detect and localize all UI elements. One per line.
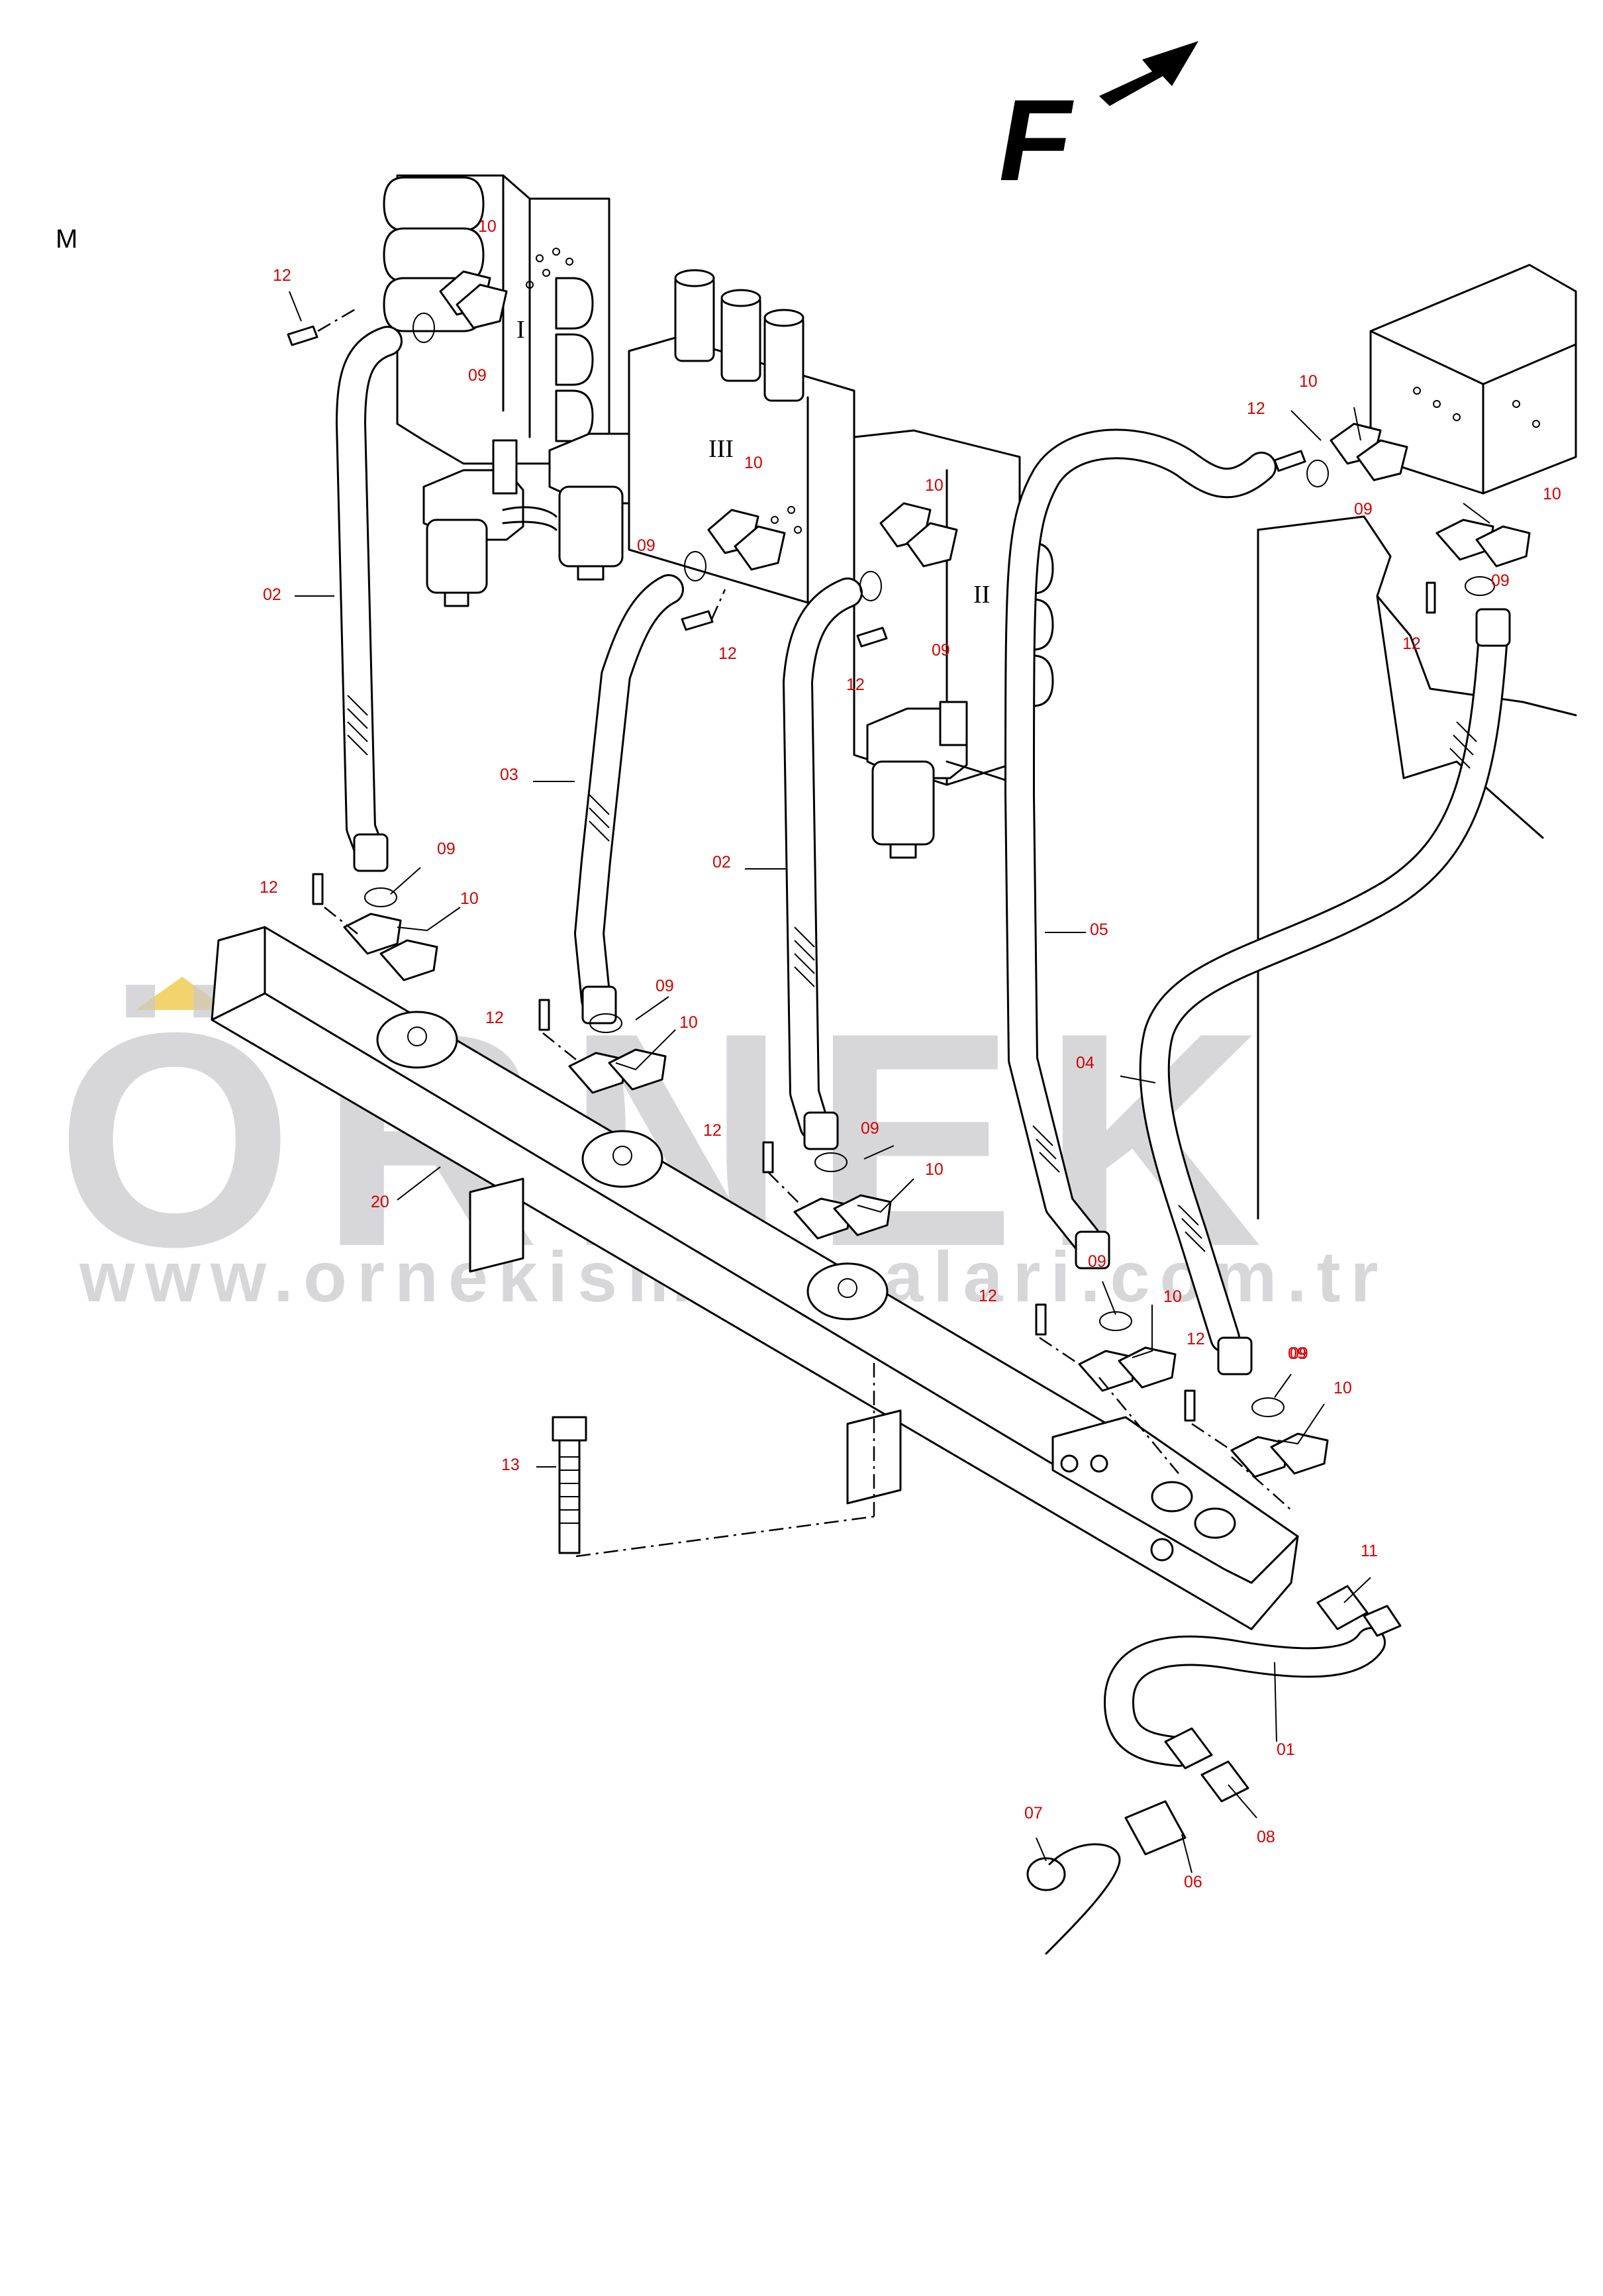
callout-label: 02 bbox=[263, 585, 281, 604]
callout-label: 10 bbox=[925, 476, 944, 495]
direction-letter: F bbox=[989, 75, 1082, 205]
watermark-accent bbox=[136, 977, 228, 1010]
callout-label: 12 bbox=[718, 644, 737, 663]
direction-indicator: F bbox=[989, 41, 1198, 205]
callout-label: 12 bbox=[485, 1009, 504, 1027]
callout-label: 10 bbox=[1334, 1379, 1352, 1397]
callout-label: 12 bbox=[273, 266, 291, 285]
callout-label: 09 bbox=[468, 366, 487, 385]
callout-label: 02 bbox=[712, 853, 731, 872]
callout-label: 10 bbox=[744, 454, 763, 472]
direction-arrow-icon bbox=[1099, 41, 1198, 106]
callout-label: 10 bbox=[1543, 485, 1561, 503]
callout-label: 12 bbox=[1402, 634, 1421, 653]
callout-labels: 10 12 09 09 10 12 10 09 02 12 10 09 12 0… bbox=[260, 217, 1561, 1891]
callout-label: 09 bbox=[1354, 500, 1373, 519]
callout-label: 12 bbox=[846, 675, 865, 694]
callout-label: 10 bbox=[478, 217, 497, 236]
hoses bbox=[336, 326, 1511, 1767]
callout-label: 01 bbox=[1277, 1740, 1295, 1759]
callout-label: 09 bbox=[1491, 572, 1510, 590]
valve-block-right bbox=[1257, 264, 1577, 1220]
callout-label: 07 bbox=[1024, 1804, 1043, 1822]
sheet-letter: M bbox=[56, 225, 77, 254]
fittings bbox=[287, 270, 1531, 1511]
callout-label: 09 bbox=[637, 536, 656, 555]
callout-label: 12 bbox=[1247, 399, 1265, 418]
manifold-rail bbox=[211, 926, 1402, 1955]
callout-label: 20 bbox=[371, 1193, 389, 1211]
callout-label: 11 bbox=[1361, 1542, 1378, 1560]
callout-label: 10 bbox=[1163, 1287, 1182, 1306]
callout-label: 03 bbox=[500, 766, 518, 784]
callout-label: 10 bbox=[679, 1013, 698, 1032]
valve-block-iii: III bbox=[628, 269, 855, 604]
callout-label: 09 bbox=[1290, 1344, 1308, 1363]
callout-label: 09 bbox=[932, 641, 950, 660]
callout-label: 09 bbox=[656, 977, 674, 995]
callout-label: 09 bbox=[1288, 1344, 1306, 1363]
callout-label: 12 bbox=[1187, 1330, 1205, 1348]
callout-label: 04 bbox=[1076, 1054, 1094, 1072]
callout-label: 10 bbox=[460, 889, 479, 908]
callout-label: 09 bbox=[861, 1119, 879, 1138]
callout-label: 12 bbox=[260, 878, 278, 897]
roman-marker-ii: II bbox=[973, 581, 990, 609]
callout-label: 10 bbox=[1299, 372, 1318, 391]
roman-marker-iii: III bbox=[708, 435, 734, 463]
callout-label: 08 bbox=[1257, 1828, 1275, 1846]
callout-label: 12 bbox=[979, 1287, 997, 1305]
valve-block-i: I bbox=[383, 174, 657, 607]
callout-label: 05 bbox=[1090, 921, 1108, 939]
callout-label: 13 bbox=[501, 1456, 520, 1474]
callout-label: 09 bbox=[1088, 1252, 1106, 1271]
callout-label: 06 bbox=[1184, 1873, 1202, 1891]
callout-leaders bbox=[289, 291, 1490, 1873]
callout-label: 10 bbox=[925, 1160, 944, 1179]
callout-label: 09 bbox=[437, 840, 456, 858]
callout-label: 12 bbox=[703, 1121, 722, 1140]
roman-marker-i: I bbox=[516, 316, 525, 344]
